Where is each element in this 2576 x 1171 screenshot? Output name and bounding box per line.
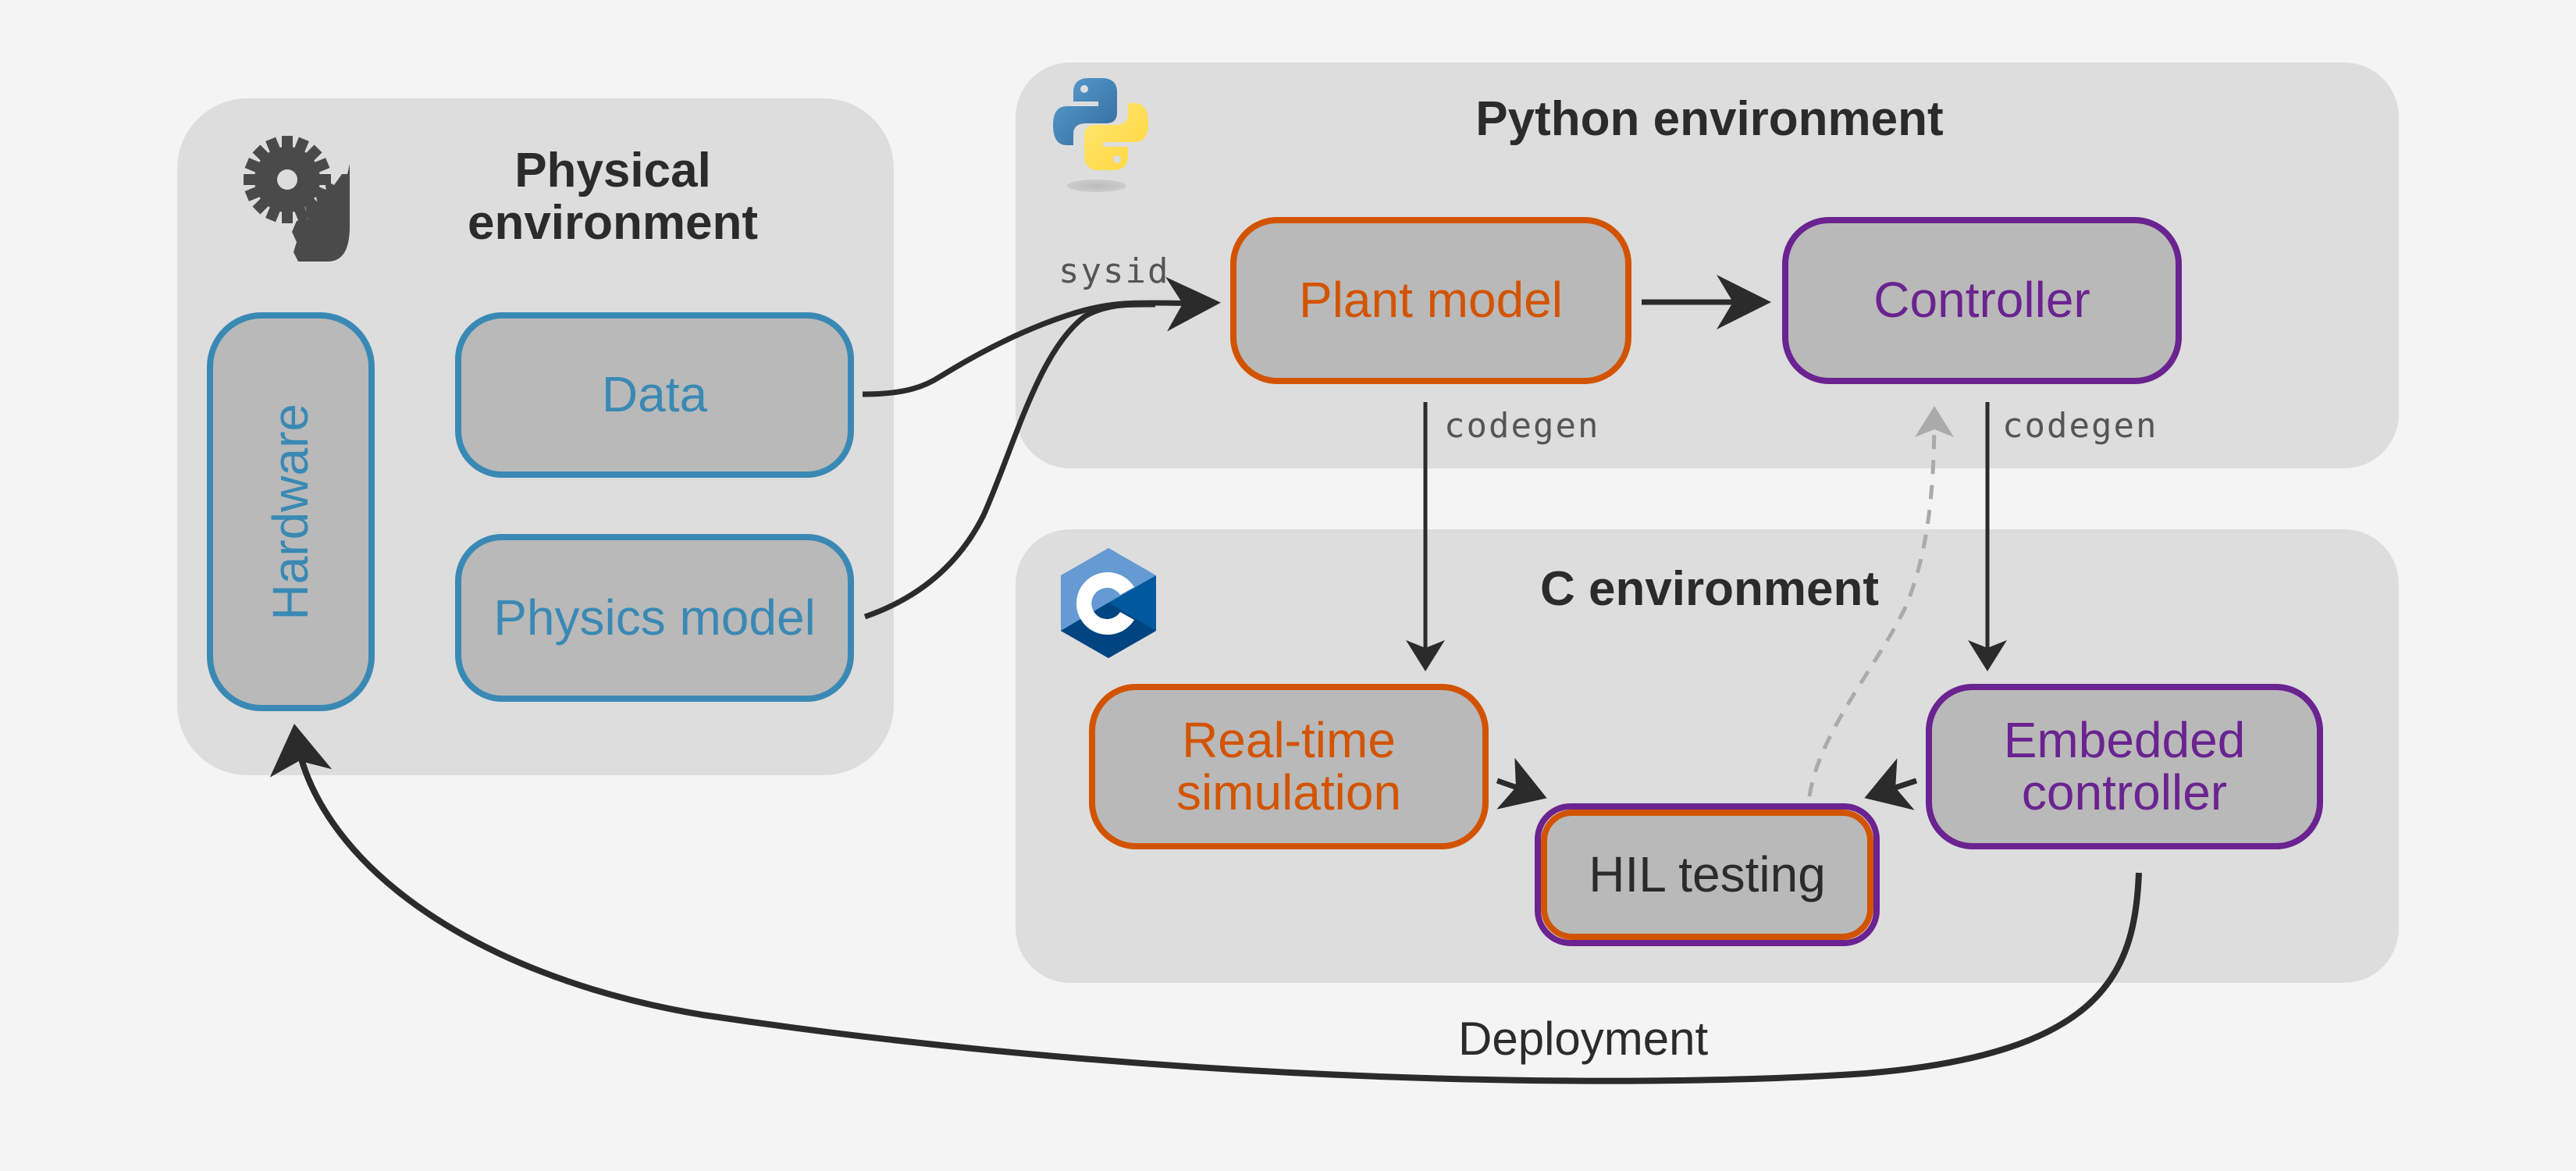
physical-title-line1: Physical [514, 144, 711, 198]
c-logo-icon [1061, 548, 1156, 658]
codegen-controller-label: codegen [2002, 406, 2158, 446]
controller-node[interactable]: Controller [1782, 217, 2182, 384]
codegen-plant-label: codegen [1444, 406, 1600, 446]
plant-model-label: Plant model [1299, 272, 1563, 329]
gears-icon [244, 136, 350, 262]
realtime-line1: Real-time [1182, 711, 1396, 768]
hil-testing-outer-border [1535, 803, 1880, 946]
edge-realtime-to-hil [1496, 757, 1547, 810]
sysid-label: sysid [1059, 251, 1170, 291]
hil-testing-label: HIL testing [1589, 845, 1826, 902]
hardware-node[interactable]: Hardware [207, 312, 375, 711]
embedded-controller-node[interactable]: Embedded controller [1926, 684, 2323, 849]
edge-deployment [269, 724, 2142, 1084]
realtime-line2: simulation [1176, 764, 1402, 820]
realtime-simulation-node[interactable]: Real-time simulation [1089, 684, 1489, 849]
controller-label: Controller [1873, 272, 2090, 329]
edge-hil-to-controller-dashed [1807, 406, 1954, 797]
physical-environment-title: Physical environment [437, 144, 788, 250]
deployment-label: Deployment [1458, 1013, 1709, 1065]
physical-title-line2: environment [467, 195, 759, 250]
edge-embedded-to-hil [1864, 758, 1918, 810]
python-environment-title: Python environment [1475, 92, 1944, 146]
hil-testing-node[interactable]: HIL testing [1541, 810, 1873, 940]
embedded-controller-label: Embedded controller [2004, 714, 2246, 819]
c-environment-title: C environment [1539, 562, 1880, 616]
physics-model-node[interactable]: Physics model [455, 534, 854, 702]
embedded-line1: Embedded [2003, 711, 2246, 768]
data-label: Data [601, 366, 708, 423]
embedded-line2: controller [2021, 764, 2228, 820]
data-node[interactable]: Data [455, 312, 854, 478]
python-logo-icon [1053, 78, 1148, 192]
realtime-simulation-label: Real-time simulation [1176, 714, 1401, 819]
edge-physics-to-plant [863, 301, 1156, 620]
plant-model-node[interactable]: Plant model [1230, 217, 1631, 384]
physics-model-label: Physics model [493, 589, 816, 646]
